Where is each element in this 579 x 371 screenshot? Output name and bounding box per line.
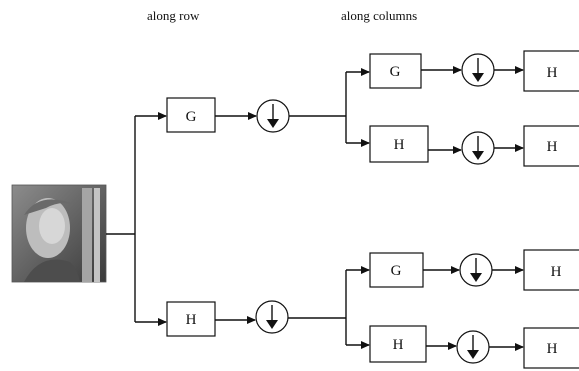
output-h-3-label: H [551, 264, 562, 280]
filter-g-col-1-label: G [390, 64, 401, 80]
filter-h-col-2-label: H [393, 337, 404, 353]
filter-g-row [166, 97, 216, 133]
output-h-3 [523, 249, 579, 291]
downsample-icon [461, 131, 495, 165]
header-along-row: along row [147, 8, 200, 23]
filter-g-col-2-label: G [391, 263, 402, 279]
downsample-icon [461, 53, 495, 87]
output-h-4-label: H [547, 341, 558, 357]
header-along-columns: along columns [341, 8, 417, 23]
filter-g-col-1 [369, 53, 422, 89]
output-h-2-label: H [547, 139, 558, 155]
downsample-icon [456, 330, 490, 364]
input-image [11, 184, 107, 283]
filter-h-col-1-label: H [394, 137, 405, 153]
downsample-icon [255, 300, 289, 334]
filter-h-row-label: H [186, 312, 197, 328]
downsample-icon [459, 253, 493, 287]
output-h-1-label: H [547, 65, 558, 81]
filter-h-row [166, 301, 216, 337]
filter-h-col-2 [369, 325, 427, 363]
filter-h-col-1 [369, 125, 429, 163]
output-h-1 [523, 50, 579, 92]
downsample-icon [256, 99, 290, 133]
filter-g-row-label: G [186, 109, 197, 125]
output-h-2 [523, 125, 579, 167]
output-h-4 [523, 327, 579, 369]
